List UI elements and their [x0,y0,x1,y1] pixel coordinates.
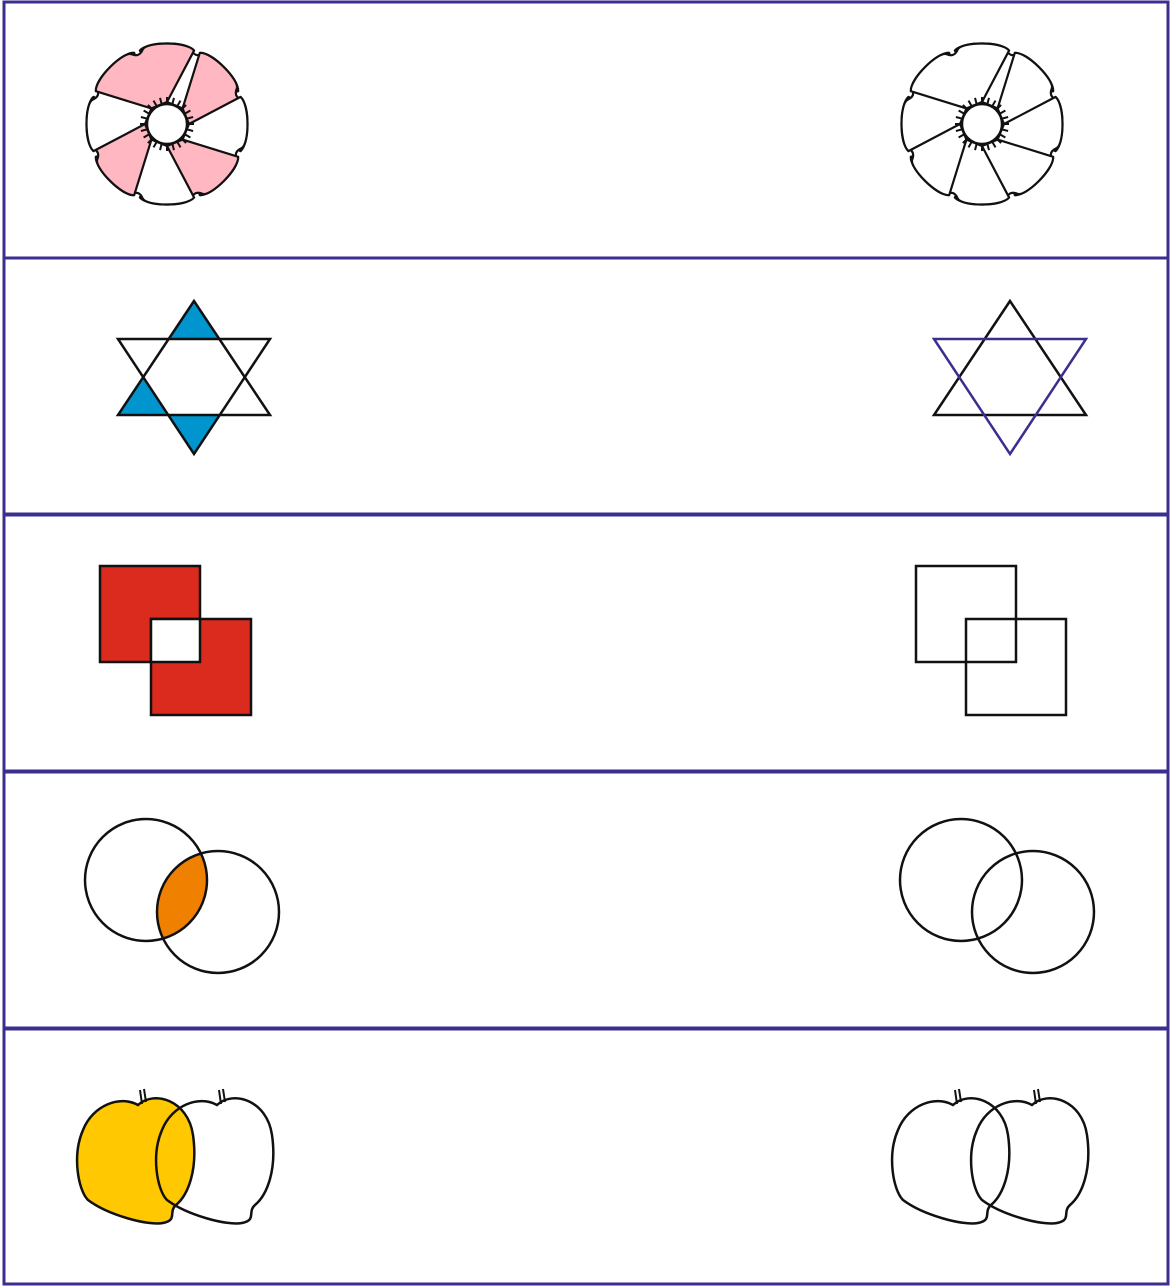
overlapping-squares-outline-icon [916,566,1066,715]
row-4-circles [85,819,1094,973]
row-5-apples [77,1089,1088,1223]
flower-outline-icon [888,30,1075,217]
star-triangle-up [934,301,1086,415]
flower-shaded-icon [73,30,260,217]
overlapping-circles-outline-icon [900,819,1094,973]
circle-b [972,851,1094,973]
circle-a [900,819,1022,941]
star-tip-bottom [169,415,219,454]
row-1-flower [73,30,1075,217]
flower-center [962,104,1002,144]
star-triangle-down [934,339,1086,454]
star-outline-icon [934,301,1086,454]
row-3-squares [100,566,1066,715]
star-shaded-icon [118,301,270,454]
row-frame [4,258,1168,514]
overlapping-apples-shaded-icon [77,1089,273,1223]
row-2-star [118,301,1086,454]
flower-center [147,104,187,144]
star-tip-top [169,301,219,339]
star-tip-bottom-left [118,378,169,415]
overlapping-circles-shaded-icon [85,819,279,973]
apple-b-outline [971,1098,1088,1223]
square-overlap [151,619,200,662]
overlapping-apples-outline-icon [892,1089,1088,1223]
overlapping-squares-shaded-icon [100,566,251,715]
apple-a-outline [892,1098,1009,1223]
